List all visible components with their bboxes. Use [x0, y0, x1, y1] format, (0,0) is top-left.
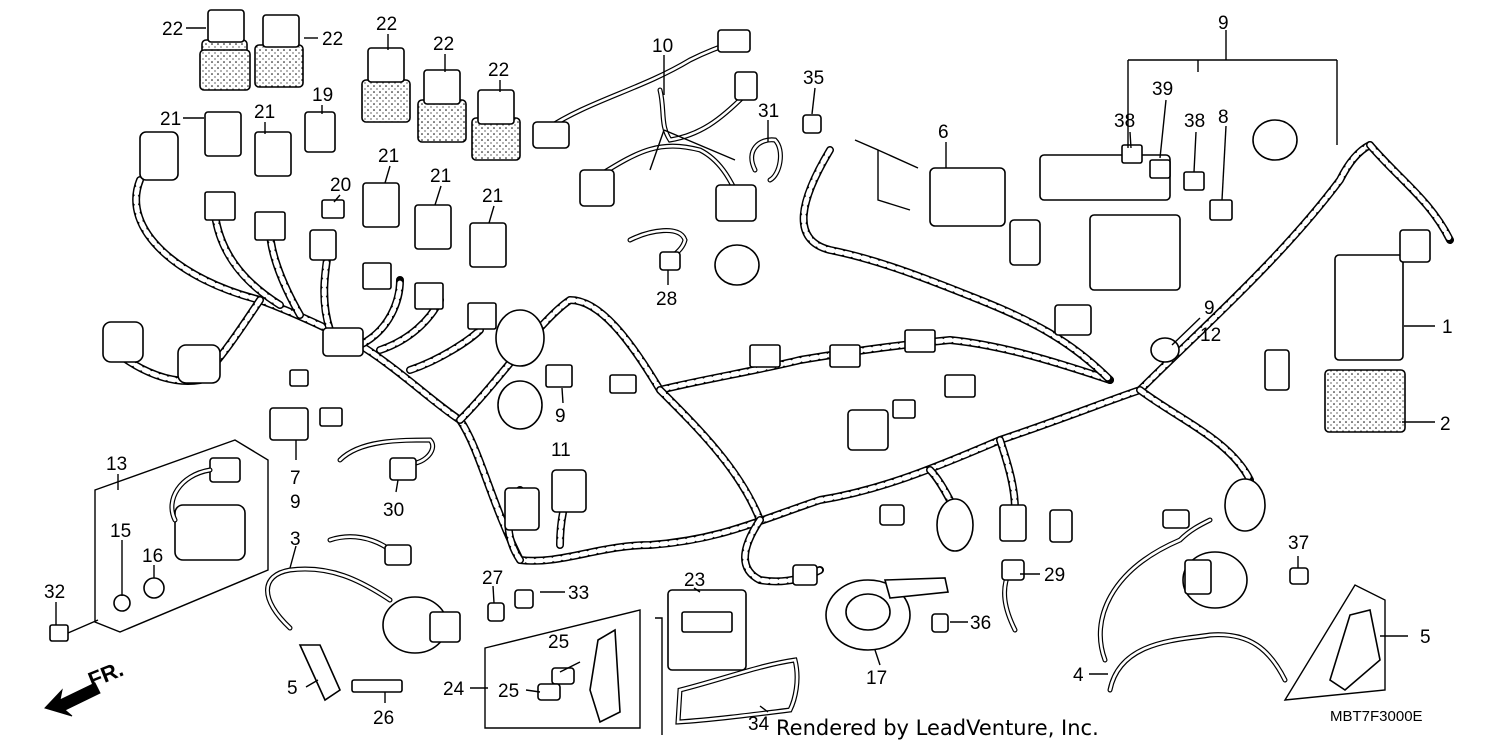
callout-21-b: 21 — [254, 102, 275, 123]
callout-9-top: 9 — [1218, 13, 1229, 34]
callout-3: 3 — [290, 529, 301, 550]
callout-16: 16 — [142, 546, 163, 567]
callout-39: 39 — [1152, 79, 1173, 100]
callout-22-d: 22 — [433, 34, 454, 55]
callout-25-top: 25 — [548, 632, 569, 653]
front-arrow-icon — [44, 682, 101, 717]
callout-4: 4 — [1073, 665, 1084, 686]
ignition-coil-right — [1097, 509, 1386, 701]
callout-25-bottom: 25 — [498, 681, 519, 702]
callout-10: 10 — [652, 36, 673, 57]
callout-22-e: 22 — [488, 60, 509, 81]
callout-5-right: 5 — [1420, 627, 1431, 648]
callout-35: 35 — [803, 68, 824, 89]
callout-22-a: 22 — [162, 19, 183, 40]
callout-21-d: 21 — [430, 166, 451, 187]
callout-9-right: 9 — [1204, 298, 1215, 319]
mid-connectors — [504, 329, 1266, 586]
front-direction-label: FR. — [85, 656, 127, 692]
callout-21-e: 21 — [482, 186, 503, 207]
ignition-coil-left — [265, 534, 641, 729]
callout-20: 20 — [330, 175, 351, 196]
callout-11: 11 — [551, 440, 571, 461]
leader-lines — [55, 27, 1435, 713]
bottom-left-parts — [49, 437, 435, 642]
callout-7: 7 — [290, 468, 301, 489]
callout-1: 1 — [1442, 317, 1453, 338]
callout-9-left: 9 — [290, 492, 301, 513]
render-credit: Rendered by LeadVenture, Inc. — [776, 716, 1099, 740]
callout-19: 19 — [312, 85, 333, 106]
callout-26: 26 — [373, 708, 394, 729]
callout-2: 2 — [1440, 414, 1451, 435]
callout-9-center: 9 — [555, 406, 566, 427]
callout-22-b: 22 — [322, 29, 343, 50]
diagram-code: MBT7F3000E — [1330, 708, 1423, 725]
callout-27: 27 — [482, 568, 503, 589]
callout-17: 17 — [866, 668, 887, 689]
callout-37: 37 — [1288, 533, 1309, 554]
callout-labels: 1 2 3 4 5 5 6 7 8 9 9 9 9 10 11 12 13 15… — [44, 13, 1453, 735]
callout-21-a: 21 — [160, 109, 181, 130]
callout-31: 31 — [758, 101, 779, 122]
callout-21-c: 21 — [378, 146, 399, 167]
callout-5-left: 5 — [287, 678, 298, 699]
callout-22-c: 22 — [376, 14, 397, 35]
callout-12: 12 — [1200, 325, 1221, 346]
callout-29: 29 — [1044, 565, 1065, 586]
callout-6: 6 — [938, 122, 949, 143]
sub-harness-top-center — [532, 29, 822, 286]
callout-8: 8 — [1218, 107, 1229, 128]
callout-13: 13 — [106, 454, 127, 475]
control-units-right — [929, 119, 1431, 433]
callout-32: 32 — [44, 582, 65, 603]
callout-28: 28 — [656, 289, 677, 310]
callout-23: 23 — [684, 570, 705, 591]
callout-24: 24 — [443, 679, 465, 700]
relay-group-top-left — [102, 9, 637, 441]
callout-33: 33 — [568, 583, 589, 604]
callout-36: 36 — [970, 613, 991, 634]
callout-38-b: 38 — [1184, 111, 1205, 132]
front-direction-indicator: FR. — [44, 656, 127, 717]
callout-38-a: 38 — [1114, 111, 1135, 132]
callout-30: 30 — [383, 500, 404, 521]
ecu-horn-parts — [655, 559, 1025, 735]
callout-34: 34 — [748, 714, 770, 735]
callout-15: 15 — [110, 521, 131, 542]
